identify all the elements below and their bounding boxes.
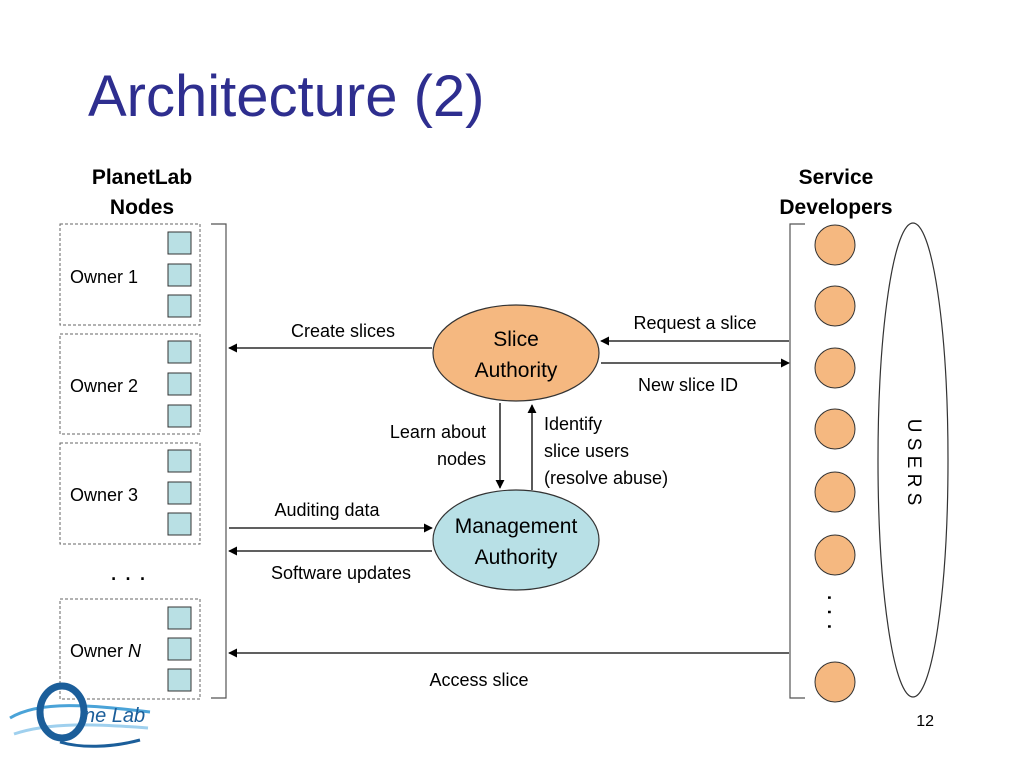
owner-box-2: Owner 2 [59,333,201,435]
identify-label-line2: slice users [544,441,629,461]
node-square [167,340,192,364]
create-slices-label: Create slices [291,321,395,341]
onelab-logo: ne Lab [9,682,151,748]
identify-label-line1: Identify [544,414,602,434]
users-ellipse [877,222,949,698]
developers-bracket [789,223,805,699]
new-slice-id-label: New slice ID [638,375,738,395]
developer-circle [814,661,856,703]
node-square [167,231,192,255]
node-square [167,668,192,692]
software-updates-label: Software updates [271,563,411,583]
node-square [167,404,192,428]
node-square [167,512,192,536]
slice-authority-line1: Slice [493,328,539,351]
identify-label-line3: (resolve abuse) [544,468,668,488]
access-slice-label: Access slice [429,670,528,690]
developer-circle [814,347,856,389]
node-square [167,637,192,661]
developers-heading-line2: Developers [779,196,892,219]
request-slice-label: Request a slice [633,313,756,333]
node-square [167,294,192,318]
nodes-heading-line2: Nodes [110,196,174,219]
users-label: U S E R S [903,419,924,506]
developer-circle [814,285,856,327]
developers-heading-line1: Service [799,166,874,189]
developer-circle [814,471,856,513]
owner-box-3: Owner 3 [59,442,201,545]
developer-circle [814,408,856,450]
learn-about-label-line2: nodes [437,449,486,469]
slide-title: Architecture (2) [88,64,485,129]
owner-label-3: Owner 3 [70,485,138,505]
owner-label-1: Owner 1 [70,267,138,287]
node-square [167,263,192,287]
slice-authority: Slice Authority [432,304,600,402]
nodes-heading-line1: PlanetLab [92,166,192,189]
management-authority-line1: Management [455,515,578,538]
node-square [167,606,192,630]
auditing-data-label: Auditing data [274,500,380,520]
svg-text:ne Lab: ne Lab [84,705,145,727]
owner-label-2: Owner 2 [70,376,138,396]
node-square [167,481,192,505]
learn-about-label-line1: Learn about [390,422,486,442]
page-number: 12 [916,713,934,730]
owner-box-1: Owner 1 [59,223,201,326]
owner-box-n: Owner N [59,598,201,700]
node-square [167,449,192,473]
developer-circle [814,224,856,266]
owner-label-n: Owner N [70,641,142,661]
nodes-bracket [211,223,227,699]
developer-circle [814,534,856,576]
node-square [167,372,192,396]
developers-ellipsis: . . . [822,594,852,630]
management-authority: Management Authority [432,489,600,591]
slice-authority-line2: Authority [475,359,558,382]
owners-ellipsis: . . . [110,556,146,586]
management-authority-line2: Authority [475,546,558,569]
